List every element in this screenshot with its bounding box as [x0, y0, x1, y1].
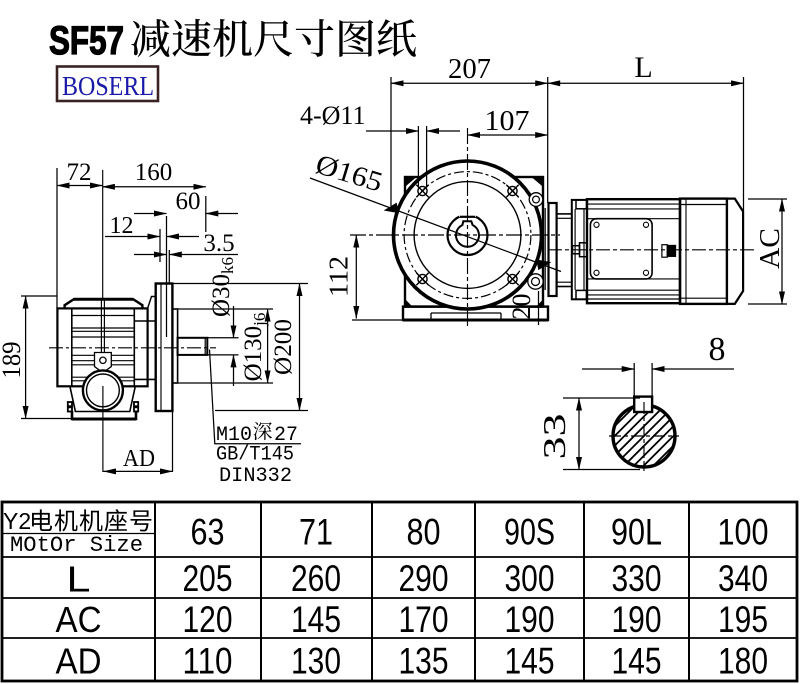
svg-text:L: L	[634, 51, 652, 84]
svg-text:SF57: SF57	[49, 19, 124, 63]
svg-text:120: 120	[183, 599, 233, 640]
svg-text:8: 8	[709, 331, 726, 368]
svg-text:90L: 90L	[611, 512, 662, 553]
svg-text:145: 145	[505, 641, 555, 682]
svg-text:12: 12	[110, 213, 134, 239]
svg-text:60: 60	[176, 188, 201, 215]
svg-text:L: L	[67, 559, 91, 600]
svg-text:190: 190	[505, 599, 555, 640]
svg-text:33: 33	[536, 414, 572, 460]
svg-text:260: 260	[291, 558, 341, 599]
svg-text:DIN332: DIN332	[219, 465, 292, 488]
svg-text:AC: AC	[56, 599, 102, 640]
svg-text:107: 107	[485, 106, 530, 137]
svg-text:130: 130	[291, 641, 341, 682]
svg-text:205: 205	[183, 558, 233, 599]
svg-text:Ø200: Ø200	[270, 319, 297, 375]
svg-text:71: 71	[299, 512, 333, 553]
svg-text:63: 63	[191, 512, 225, 553]
svg-text:300: 300	[505, 558, 555, 599]
svg-text:90S: 90S	[504, 512, 555, 553]
svg-text:180: 180	[718, 641, 768, 682]
svg-text:330: 330	[612, 558, 662, 599]
svg-text:20: 20	[507, 294, 536, 320]
svg-text:M10: M10	[216, 424, 252, 447]
svg-text:100: 100	[718, 512, 769, 553]
svg-text:170: 170	[399, 599, 449, 640]
svg-text:290: 290	[399, 558, 449, 599]
svg-text:145: 145	[291, 599, 341, 640]
svg-text:145: 145	[612, 641, 662, 682]
svg-text:207: 207	[448, 53, 491, 85]
svg-text:195: 195	[718, 599, 768, 640]
svg-text:GB/T145: GB/T145	[216, 444, 294, 467]
svg-text:AD: AD	[56, 641, 102, 682]
svg-text:MOtOr Size: MOtOr Size	[10, 532, 143, 558]
svg-text:160: 160	[135, 159, 173, 186]
svg-text:112: 112	[324, 256, 354, 297]
svg-text:BOSERL: BOSERL	[62, 70, 154, 101]
svg-text:135: 135	[399, 641, 449, 682]
svg-text:4-Ø11: 4-Ø11	[300, 101, 365, 130]
svg-text:189: 189	[0, 342, 26, 379]
svg-text:AD: AD	[123, 446, 155, 472]
svg-text:Y2: Y2	[3, 508, 31, 534]
svg-text:72: 72	[67, 159, 92, 186]
svg-text:80: 80	[407, 512, 441, 553]
svg-text:340: 340	[718, 558, 768, 599]
svg-text:110: 110	[183, 641, 233, 682]
svg-text:AC: AC	[754, 228, 786, 269]
svg-text:190: 190	[612, 599, 662, 640]
svg-text:27: 27	[274, 424, 298, 447]
svg-text:3.5: 3.5	[203, 230, 234, 257]
